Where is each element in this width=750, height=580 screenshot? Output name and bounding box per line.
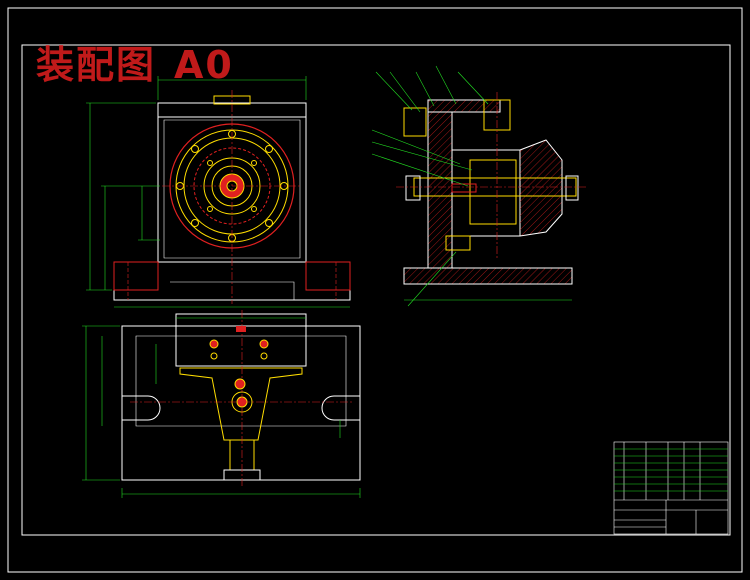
outer-sheet-border bbox=[7, 7, 743, 573]
inner-frame-border bbox=[21, 44, 731, 536]
title-block bbox=[613, 441, 729, 535]
front-view bbox=[86, 76, 351, 308]
sheet-size-label: A0 bbox=[174, 43, 234, 87]
top-view bbox=[82, 310, 361, 498]
drawing-title-text: 装配图 bbox=[36, 43, 157, 87]
drawing-title: 装配图 A0 bbox=[36, 34, 234, 89]
side-section-view bbox=[371, 65, 586, 307]
